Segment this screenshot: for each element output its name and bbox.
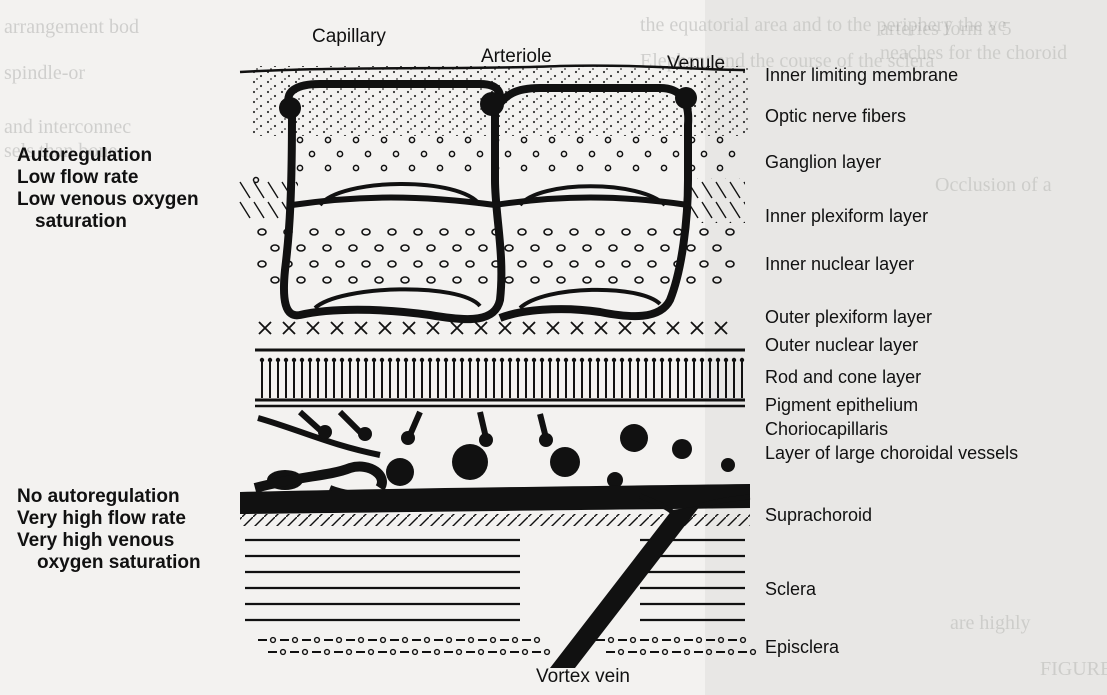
note-line: saturation xyxy=(17,211,199,233)
layer-label: Rod and cone layer xyxy=(765,366,921,388)
vortex-vein-label: Vortex vein xyxy=(536,666,630,688)
note-line: Very high flow rate xyxy=(17,508,201,530)
note-line: Autoregulation xyxy=(17,145,199,167)
note-line: Low flow rate xyxy=(17,167,199,189)
layer-label: Layer of large choroidal vessels xyxy=(765,442,1018,464)
layer-label: Optic nerve fibers xyxy=(765,105,906,127)
layer-label: Inner nuclear layer xyxy=(765,253,914,275)
choroidal-circulation-notes: No autoregulation Very high flow rate Ve… xyxy=(17,486,201,574)
layer-label: Episclera xyxy=(765,636,839,658)
layer-label: Inner plexiform layer xyxy=(765,205,928,227)
rod-and-cone-layer xyxy=(260,358,744,398)
pigment-epithelium xyxy=(255,400,745,406)
note-line: No autoregulation xyxy=(17,486,201,508)
layer-label: Outer plexiform layer xyxy=(765,306,932,328)
layer-label: Inner limiting membrane xyxy=(765,64,958,86)
venule-label: Venule xyxy=(667,53,725,75)
note-line: oxygen saturation xyxy=(17,552,201,574)
capillary-label: Capillary xyxy=(312,26,386,48)
layer-label: Choriocapillaris xyxy=(765,418,888,440)
layer-label: Sclera xyxy=(765,578,816,600)
layer-label: Pigment epithelium xyxy=(765,394,918,416)
note-line: Low venous oxygen xyxy=(17,189,199,211)
retinal-circulation-notes: Autoregulation Low flow rate Low venous … xyxy=(17,145,199,233)
note-line: Very high venous xyxy=(17,530,201,552)
outer-plexiform-layer-marks xyxy=(259,322,727,334)
sclera-layer xyxy=(245,540,745,620)
layer-label: Ganglion layer xyxy=(765,151,881,173)
layer-label: Suprachoroid xyxy=(765,504,872,526)
arteriole-label: Arteriole xyxy=(481,46,552,68)
layer-label: Outer nuclear layer xyxy=(765,334,918,356)
episclera-layer xyxy=(258,638,755,655)
choroidal-vessels xyxy=(255,412,735,497)
